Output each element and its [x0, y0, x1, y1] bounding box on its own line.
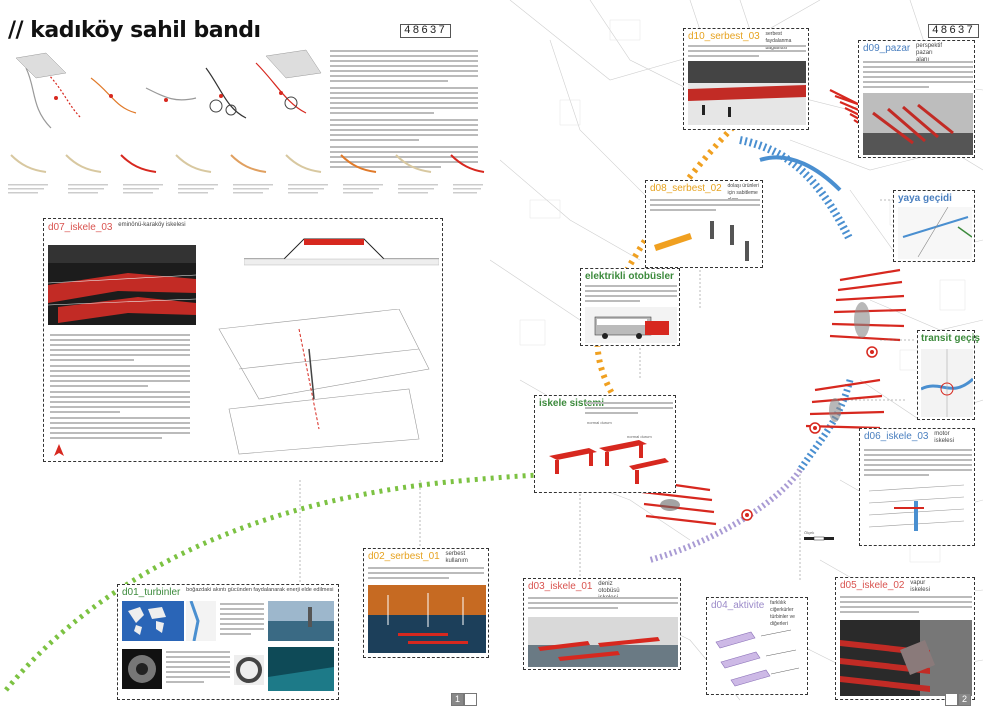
concept-diagrams: [15, 49, 322, 129]
sheet-code-left: 48637: [400, 24, 452, 38]
panel-pier-system: iskele sistemi normal durum normal durum: [534, 395, 676, 493]
panel-d09: d09_pazar perspektif pazarı alanı: [858, 40, 975, 158]
d08-diagram: [654, 221, 749, 261]
transit-diagram: [921, 349, 973, 417]
panel-pedestrian: yaya geçidi: [893, 190, 975, 262]
panel-d08-code: d08_serbest_02: [650, 183, 722, 194]
panel-d06: d06_iskele_03 motor iskelesi: [859, 428, 975, 546]
d01-world-map: [122, 601, 184, 641]
panel-electric-bus-code: elektrikli otobüsler: [585, 271, 674, 282]
strategy-captions: [8, 184, 483, 194]
d02-render-image: [368, 585, 486, 653]
panel-d03: d03_iskele_01 deniz otobüsü iskelesi: [523, 578, 681, 670]
panel-d09-subtitle: perspektif pazarı alanı: [916, 43, 943, 63]
d05-render-image: [840, 620, 972, 696]
panel-d01: d01_turbinler boğazdaki akıntı gücünden …: [117, 584, 339, 700]
panel-d04: d04_aktivite farklılık ciğerkürler türbi…: [706, 597, 808, 695]
d01-coast-map: [186, 601, 216, 641]
d10-render-image: [688, 61, 806, 125]
d07-render-image: [48, 245, 196, 325]
panel-d01-subtitle: boğazdaki akıntı gücünden faydalanarak e…: [186, 587, 334, 593]
panel-d04-code: d04_aktivite: [711, 600, 765, 611]
pier-label-1: normal durum: [587, 420, 612, 425]
panel-pedestrian-code: yaya geçidi: [898, 193, 952, 204]
d01-turbine-photo: [122, 649, 162, 689]
panel-d05: d05_iskele_02 vapur iskelesi: [835, 577, 975, 700]
panel-d05-code: d05_iskele_02: [840, 580, 905, 591]
purple-route-segment: [649, 468, 803, 563]
panel-d05-subtitle: vapur iskelesi: [910, 580, 930, 593]
d03-render-image: [528, 617, 678, 667]
page-title: // kadıköy sahil bandı: [8, 18, 261, 43]
panel-d06-subtitle: motor iskelesi: [934, 431, 954, 444]
page-marker-right: [945, 693, 958, 706]
panel-pier-system-code: iskele sistemi: [539, 398, 605, 409]
strategy-diagrams: [10, 154, 485, 173]
pedestrian-diagram: [898, 207, 972, 259]
panel-d07: d07_iskele_03 eminönü-karaköy iskelesi: [43, 218, 443, 462]
panel-d06-code: d06_iskele_03: [864, 431, 929, 442]
d07-plan-drawing: [218, 309, 430, 455]
panel-d07-subtitle: eminönü-karaköy iskelesi: [118, 222, 186, 228]
d06-diagram: [868, 484, 965, 531]
d01-ring-photo: [234, 655, 264, 685]
page-marker-left: [464, 693, 477, 706]
panel-d09-code: d09_pazar: [863, 43, 911, 54]
panel-d02-subtitle: serbest kullanım: [445, 551, 468, 564]
d07-section-drawing: [244, 238, 439, 266]
scale-label: Ölçek: [804, 530, 815, 535]
blue-route-segment: [739, 136, 854, 242]
panel-d02: d02_serbest_01 serbest kullanım: [363, 548, 489, 658]
d01-underwater-photo: [268, 647, 334, 691]
panel-d01-code: d01_turbinler: [122, 587, 181, 598]
panel-d07-code: d07_iskele_03: [48, 222, 113, 233]
panel-d03-code: d03_iskele_01: [528, 581, 593, 592]
north-arrow-icon: [54, 444, 64, 456]
d09-render-image: [863, 93, 973, 155]
page-number-right: 2: [958, 693, 971, 706]
panel-transit: transit geçiş: [917, 330, 980, 420]
panel-d10: d10_serbest_03 serbest faydalanma bağlan…: [683, 28, 809, 130]
pier-label-2: normal durum: [627, 434, 652, 439]
bus-image: [585, 307, 677, 343]
panel-transit-code: transit geçiş: [921, 333, 980, 344]
d04-diagram: [715, 629, 800, 687]
pier-diagram: [549, 440, 669, 484]
panel-electric-bus: elektrikli otobüsler: [580, 268, 680, 346]
panel-d02-code: d02_serbest_01: [368, 551, 440, 562]
panel-d08: d08_serbest_02 dolaşı ürünleri için sabi…: [645, 180, 763, 268]
panel-d10-subtitle: serbest faydalanma bağlantısı: [765, 31, 792, 51]
panel-d04-subtitle: farklılık ciğerkürler türbinler ve diğer…: [770, 600, 795, 627]
sheet-code-right: 48637: [928, 24, 980, 38]
panel-d10-code: d10_serbest_03: [688, 31, 760, 42]
d01-sea-photo: [268, 601, 334, 641]
scale-bar: [804, 536, 834, 541]
page-number-left: 1: [451, 693, 464, 706]
